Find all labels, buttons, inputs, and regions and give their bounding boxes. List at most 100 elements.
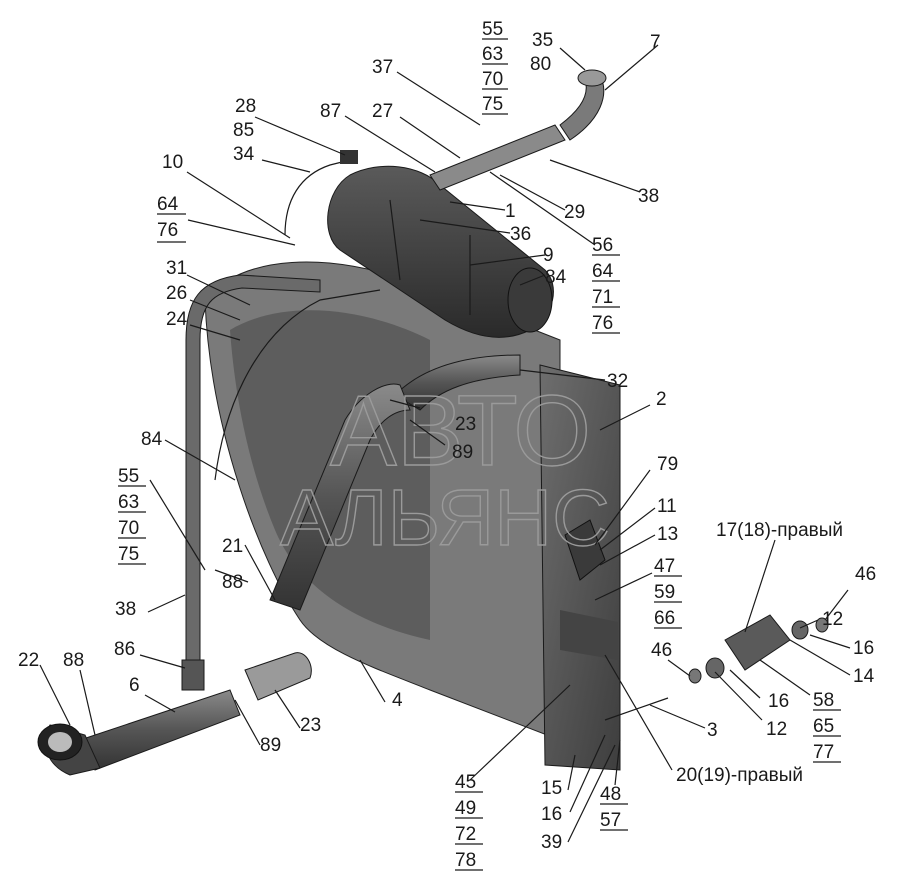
leader-89-mid [409,419,446,446]
thin-tube [214,289,381,481]
callout-label: 26 [166,283,187,304]
leader-56 [489,171,596,246]
callout-label: 80 [530,54,551,75]
leader-79 [594,469,651,546]
callout-label: 6 [129,675,140,696]
leader-17-18 [744,539,776,633]
leader-28 [254,116,346,156]
leader-3 [649,704,706,729]
neck-pipe [429,124,566,191]
leader-88-left [214,569,249,583]
callout-label: 7 [650,32,661,53]
callout-label: 71 [592,287,613,308]
callout-label: 59 [654,582,675,603]
diagonal-pipe [269,383,411,611]
drain-ring-3 [705,657,725,679]
watermark-line-2: АЛЬЯНС [280,473,610,562]
coupling-sleeve [244,652,312,701]
drain-valve-block [724,614,791,671]
callout-label: 75 [118,544,139,565]
watermark: АВТО АЛЬЯНС [279,374,610,562]
leader-16-mid [729,669,761,699]
upper-hose [394,354,521,411]
callout-label: 3 [707,720,718,741]
callout-label: 70 [482,69,503,90]
small-hose [284,159,351,236]
leader-34 [261,159,311,173]
callout-label: 38 [115,599,136,620]
callout-label: 84 [545,267,567,288]
callout-label: 86 [114,639,135,660]
callout-label: 37 [372,57,393,78]
callout-label: 29 [564,202,585,223]
callout-label: 10 [162,152,183,173]
leader-86 [139,654,186,669]
callout-label: 1 [505,201,516,222]
callout-label: 57 [600,810,621,831]
callout-label: 15 [541,778,562,799]
drain-ring-2 [815,617,829,633]
leader-38-top [549,159,641,193]
hose-connector [340,150,358,164]
leader-26 [189,299,241,321]
leader-11 [599,507,656,551]
leader-23-mid [389,399,421,409]
bottom-pipe [79,689,241,771]
callout-label: 49 [455,798,476,819]
leader-87 [344,115,436,173]
callout-label: 89 [452,442,473,463]
leader-84-top [519,274,546,286]
callout-label: 2 [656,389,667,410]
leader-29 [499,174,566,211]
callout-label: 9 [543,245,554,266]
callout-label: 64 [157,194,179,215]
callout-label: 24 [166,309,188,330]
leader-27 [399,116,461,159]
leader-10 [186,171,291,239]
leader-37 [396,71,481,126]
leader-16-bottom [569,734,606,813]
leader-23-bottom [274,689,301,729]
callout-label: 48 [600,784,621,805]
leader-38-left [147,594,186,613]
callout-label: 23 [300,715,321,736]
callout-label: 75 [482,94,503,115]
leader-4 [359,659,386,703]
callout-label: 76 [592,313,613,334]
leader-12-mid [714,671,763,721]
leader-46-mid [667,659,691,677]
callout-label: 64 [592,261,614,282]
leader-55-left [149,479,206,571]
callout-label: 79 [657,454,678,475]
radiator-side-frame [560,610,618,660]
callout-label: 12 [766,719,787,740]
callout-label: 65 [813,716,834,737]
callout-label: 22 [18,650,39,671]
bottom-pipe-end-inner [48,732,72,752]
leader-6 [144,694,176,713]
leader-45 [469,684,571,781]
callout-label: 56 [592,235,613,256]
callout-label: 46 [855,564,876,585]
leader-15 [567,754,576,791]
leader-7 [604,44,659,91]
callout-label: 13 [657,524,678,545]
callout-label: 89 [260,735,281,756]
leader-12-right [799,619,819,629]
leader-22 [39,664,71,726]
callout-label: 46 [651,640,672,661]
callout-label: 11 [657,496,677,517]
callout-label: 87 [320,101,341,122]
leader-88-bottom [79,669,96,736]
leader-9 [469,254,546,266]
callout-label: 16 [768,691,789,712]
callout-label: 66 [654,608,675,629]
watermark-line-1: АВТО [330,375,591,487]
leader-35 [559,47,586,71]
callout-label: 88 [63,650,84,671]
callout-label: 77 [813,742,834,763]
leader-13 [599,534,656,566]
tank-strap [389,199,401,281]
leader-36 [419,219,511,234]
